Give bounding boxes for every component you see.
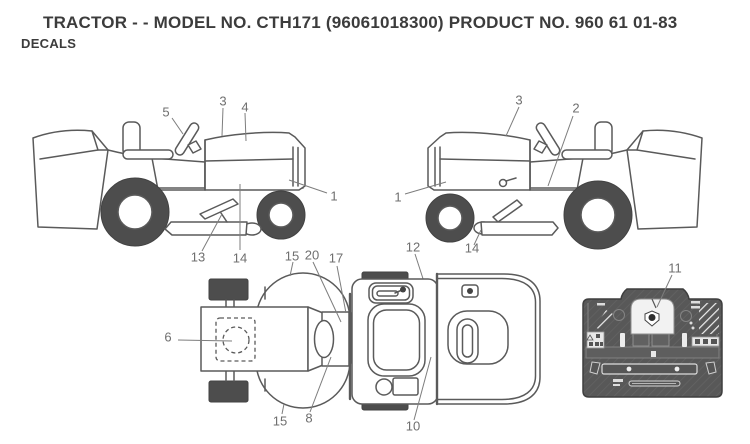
callout-4: 4: [241, 99, 249, 115]
steering-wheel: [535, 122, 561, 156]
callout-8: 8: [305, 410, 313, 426]
hatch-decal-right: [699, 303, 719, 334]
rear-decal-panel: [582, 274, 723, 398]
callout-3: 3: [219, 93, 227, 109]
callout-1: 1: [330, 188, 338, 204]
left-side-view: [32, 107, 328, 252]
hatch-decal-left: [595, 310, 613, 331]
callout-1: 1: [394, 189, 402, 205]
callout-17: 17: [328, 250, 344, 266]
hood: [427, 131, 531, 191]
callout-2: 2: [572, 100, 580, 116]
steering-column: [313, 319, 335, 359]
front-wheel: [208, 278, 249, 301]
grass-catcher: [436, 273, 541, 405]
callout-20: 20: [304, 247, 320, 263]
callout-13: 13: [190, 249, 206, 265]
callout-3: 3: [515, 92, 523, 108]
callout-14: 14: [232, 250, 248, 266]
hood: [200, 306, 309, 372]
mower-deck: [480, 221, 559, 236]
callout-10: 10: [405, 418, 421, 434]
front-wheel: [208, 380, 249, 403]
section-title: DECALS: [21, 36, 77, 51]
callout-15: 15: [284, 248, 300, 264]
mower-deck: [164, 221, 248, 236]
callout-6: 6: [164, 329, 172, 345]
callout-14: 14: [464, 240, 480, 256]
callout-15: 15: [272, 413, 288, 429]
grass-catcher: [32, 129, 109, 230]
grass-catcher: [626, 129, 703, 230]
fuel-cap: [375, 378, 393, 396]
page-title: TRACTOR - - MODEL NO. CTH171 (9606101830…: [43, 13, 678, 32]
top-view: [177, 261, 541, 421]
steering-wheel: [174, 122, 200, 156]
seat: [367, 303, 426, 377]
callout-11: 11: [668, 260, 682, 276]
callout-5: 5: [162, 104, 170, 120]
right-side-view: [404, 106, 703, 292]
bumper-decal: [601, 363, 698, 375]
callout-12: 12: [405, 239, 421, 255]
